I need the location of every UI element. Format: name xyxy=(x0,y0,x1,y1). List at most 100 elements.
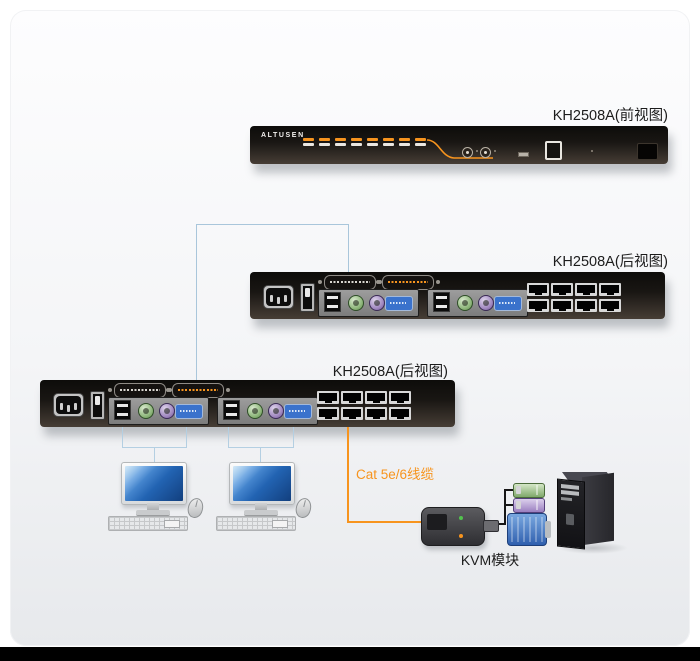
power-inlet xyxy=(53,393,84,417)
monitor-screen xyxy=(125,466,183,501)
rj45-port xyxy=(365,391,387,404)
usb-ports xyxy=(324,292,341,312)
power-button xyxy=(637,143,658,160)
tower-side-face xyxy=(582,472,614,546)
rj45-port-block xyxy=(527,283,621,315)
front-badge xyxy=(566,513,574,526)
ps2-mouse-port xyxy=(268,403,284,419)
port-led xyxy=(415,138,426,146)
vga-port xyxy=(385,296,413,311)
console-cable xyxy=(228,427,229,448)
front-pushbutton xyxy=(480,147,491,158)
rj45-port xyxy=(551,283,573,296)
mouse xyxy=(293,496,314,520)
console-computer-1 xyxy=(108,460,218,538)
rj45-port xyxy=(575,299,597,312)
page-footer-bar xyxy=(0,647,700,661)
firmware-upgrade-port xyxy=(518,152,529,157)
monitor xyxy=(121,462,187,505)
kvm-module-device xyxy=(421,507,485,546)
rj45-port xyxy=(317,407,339,420)
rj45-port xyxy=(527,283,549,296)
middle-device-label: KH2508A(后视图) xyxy=(552,254,668,270)
front-device-label: KH2508A(前视图) xyxy=(552,108,668,124)
power-switch xyxy=(300,283,315,312)
front-pushbutton xyxy=(462,147,473,158)
console-cable xyxy=(154,447,155,464)
console-cable xyxy=(260,447,261,464)
ps2-mouse-port xyxy=(478,295,494,311)
port-led xyxy=(319,138,330,146)
ps2-mouse-port xyxy=(369,295,385,311)
rj45-port xyxy=(599,299,621,312)
daisy-chain-cable-vertical-right xyxy=(348,224,349,278)
monitor-stand xyxy=(147,503,159,510)
daisy-chain-cable-horizontal xyxy=(196,224,349,225)
bottom-device-label: KH2508A(后视图) xyxy=(332,364,448,380)
port-selection-leds xyxy=(303,138,426,146)
vga-connector xyxy=(507,513,551,546)
port-led xyxy=(367,138,378,146)
kvm-cable xyxy=(504,504,515,506)
ps2-keyboard-port xyxy=(247,403,263,419)
server-tower xyxy=(552,472,630,554)
console-cable xyxy=(228,447,294,448)
daisy-chain-in-connector xyxy=(108,383,172,398)
kvm-switch-rear-view-lower xyxy=(40,380,455,427)
accent-swoosh xyxy=(426,139,493,159)
keyboard xyxy=(216,516,296,531)
ps2-keyboard-connector xyxy=(513,483,545,498)
power-switch xyxy=(90,391,105,420)
cat5-cable-label: Cat 5e/6线缆 xyxy=(356,467,435,482)
port-led xyxy=(303,138,314,146)
rj45-socket xyxy=(427,514,447,530)
power-inlet xyxy=(263,285,294,309)
console-computer-2 xyxy=(216,460,326,538)
console-port-group xyxy=(217,397,318,425)
status-led-green xyxy=(459,516,463,520)
front-console-port-icon xyxy=(545,141,562,160)
cat5-cable-vertical xyxy=(347,427,349,523)
port-led xyxy=(351,138,362,146)
rj45-port xyxy=(527,299,549,312)
mouse xyxy=(185,496,206,520)
port-led xyxy=(383,138,394,146)
rj45-port xyxy=(551,299,573,312)
usb-ports xyxy=(433,292,450,312)
front-buttons xyxy=(561,496,572,502)
kvm-switch-front-view: ALTUSEN xyxy=(250,126,668,164)
rj45-port xyxy=(365,407,387,420)
reset-pinhole xyxy=(591,150,593,152)
rj45-port xyxy=(389,407,411,420)
kvm-module-label: KVM模块 xyxy=(460,552,520,568)
port-led xyxy=(335,138,346,146)
rj45-port xyxy=(389,391,411,404)
console-cable xyxy=(122,427,123,448)
vga-port xyxy=(175,404,203,419)
monitor-stand xyxy=(255,503,267,510)
vga-port xyxy=(494,296,522,311)
kvm-cable xyxy=(504,489,515,491)
monitor-base xyxy=(244,510,278,516)
port-led xyxy=(399,138,410,146)
rj45-port-block xyxy=(317,391,411,423)
console-cable xyxy=(293,427,294,448)
usb-ports xyxy=(114,400,131,420)
console-port-group xyxy=(108,397,209,425)
drive-bay xyxy=(561,483,579,490)
front-led-dot xyxy=(476,150,478,152)
monitor xyxy=(229,462,295,505)
daisy-chain-out-connector xyxy=(166,383,230,398)
kvm-cable xyxy=(504,489,506,525)
rj45-port xyxy=(341,407,363,420)
kvm-switch-rear-view-upper xyxy=(250,272,665,319)
drive-bay xyxy=(561,489,579,496)
daisy-chain-in-connector xyxy=(318,275,382,290)
daisy-chain-cable-vertical-left xyxy=(196,224,197,384)
front-led-dot xyxy=(494,150,496,152)
ps2-keyboard-port xyxy=(348,295,364,311)
kvm-module-connector-stub xyxy=(483,520,499,532)
brand-logo: ALTUSEN xyxy=(261,132,305,139)
ps2-mouse-connector xyxy=(513,498,545,513)
